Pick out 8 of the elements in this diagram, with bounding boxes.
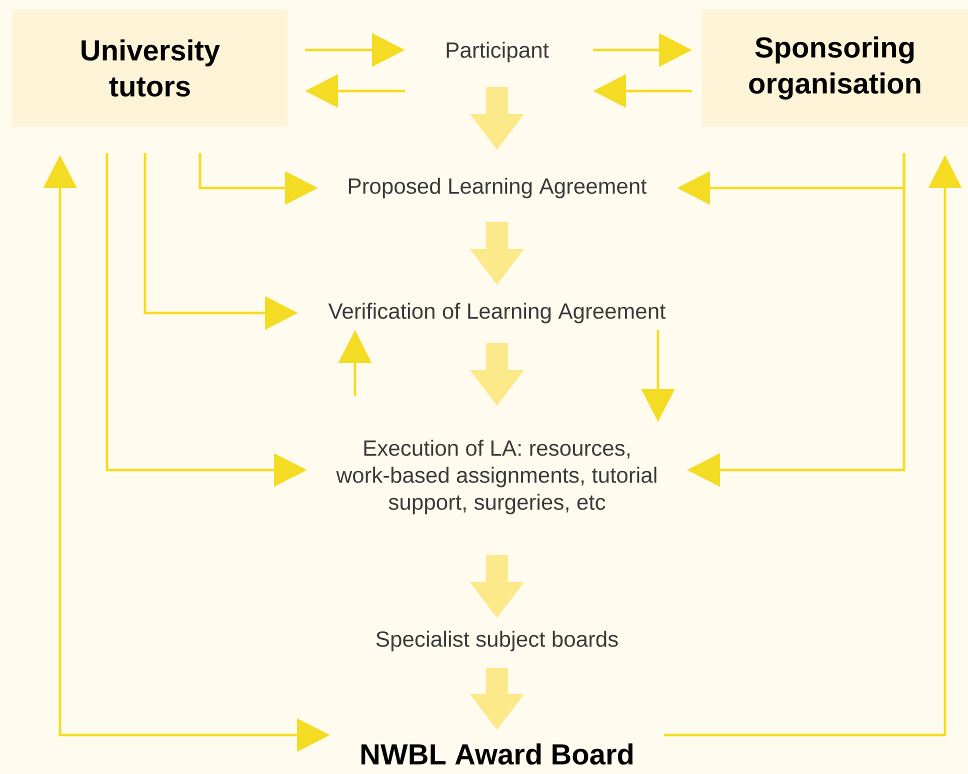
step-text: Verification of Learning Agreement xyxy=(328,302,666,324)
step-text: Specialist subject boards xyxy=(376,630,618,652)
step-text: Proposed Learning Agreement xyxy=(349,178,647,198)
step-text: Participant xyxy=(446,42,549,62)
step-text: Execution of LA: resources, work-based assignments, tutorial support, surgeries, etc xyxy=(336,440,656,514)
step-text: NWBL Award Board xyxy=(361,743,633,765)
role-box: University tutors xyxy=(12,10,288,126)
role-box: Sponsoring organisation xyxy=(702,10,968,126)
